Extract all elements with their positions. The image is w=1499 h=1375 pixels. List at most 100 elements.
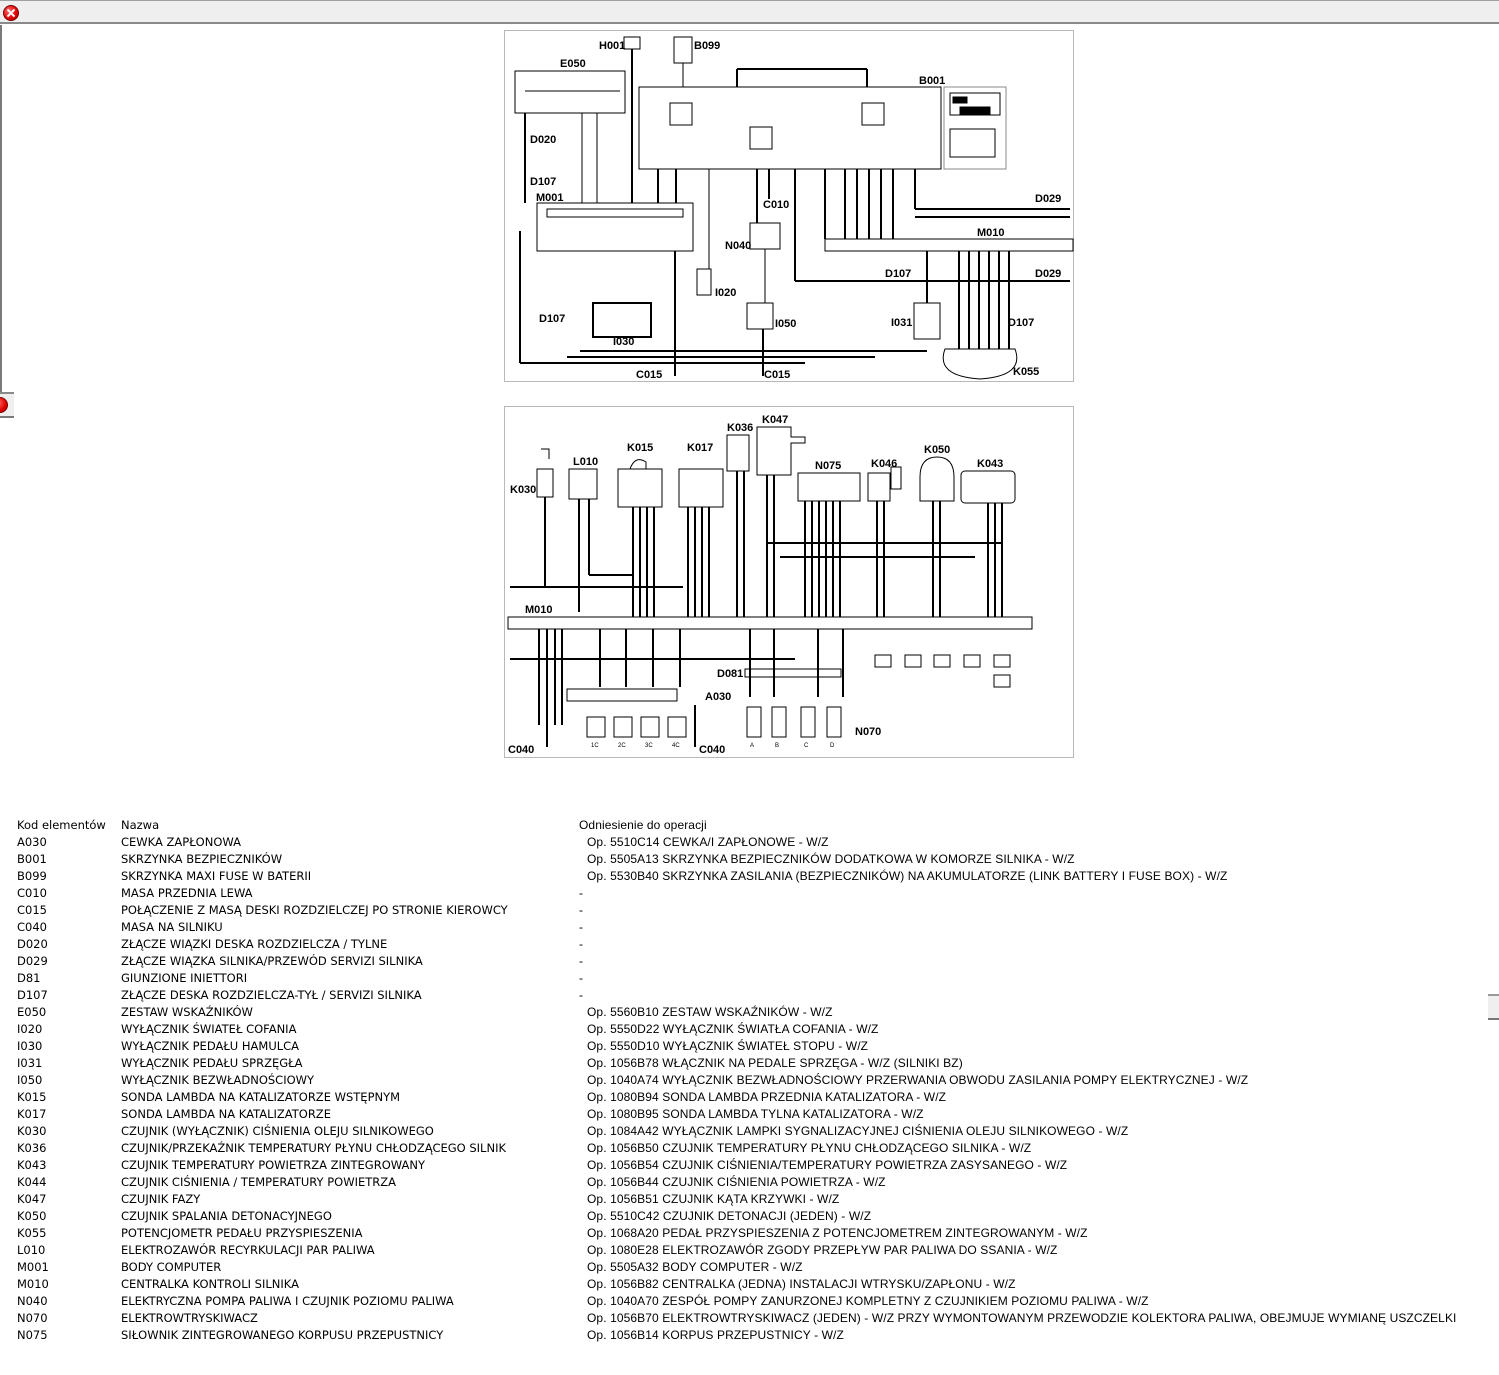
cell-ref: Op. 1056B50 CZUJNIK TEMPERATURY PŁYNU CH… — [587, 1141, 1032, 1155]
scrollbar-thumb[interactable] — [1488, 994, 1499, 1020]
cell-name: SKRZYNKA BEZPIECZNIKÓW — [121, 852, 283, 866]
cell-ref: - — [579, 954, 584, 968]
cell-name: MASA NA SILNIKU — [121, 920, 223, 934]
diagram-frame — [0, 25, 1499, 395]
cell-ref: Op. 5510C42 CZUJNIK DETONACJI (JEDEN) - … — [587, 1209, 872, 1223]
wiring-diagram-bottom-svg: K030 L010 K015 K017 K036 K047 N075 K046 … — [507, 414, 1033, 756]
cell-name: ELEKTRYCZNA POMPA PALIWA I CZUJNIK POZIO… — [121, 1294, 454, 1308]
toolbar — [0, 0, 1499, 24]
cell-code: D020 — [17, 937, 48, 951]
cell-ref: Op. 5505A32 BODY COMPUTER - W/Z — [587, 1260, 803, 1274]
cell-ref: Op. 1040A70 ZESPÓŁ POMPY ZANURZONEJ KOMP… — [587, 1294, 1149, 1308]
cell-code: M001 — [17, 1260, 49, 1274]
cell-ref: Op. 1056B70 ELEKTROWTRYSKIWACZ (JEDEN) -… — [587, 1311, 1457, 1325]
cell-name: CZUJNIK SPALANIA DETONACYJNEGO — [121, 1209, 332, 1223]
cell-ref: Op. 5510C14 CEWKA/I ZAPŁONOWE - W/Z — [587, 835, 829, 849]
cell-ref: Op. 1056B82 CENTRALKA (JEDNA) INSTALACJI… — [587, 1277, 1016, 1291]
label-d029: D029 — [1035, 193, 1061, 205]
cell-code: M010 — [17, 1277, 49, 1291]
label-i020: I020 — [715, 287, 736, 299]
label-n075: N075 — [815, 460, 841, 472]
header-ref: Odniesienie do operacji — [579, 818, 707, 832]
label-c015: C015 — [764, 369, 790, 381]
cell-name: SONDA LAMBDA NA KATALIZATORZE WSTĘPNYM — [121, 1090, 401, 1104]
coil-label: 3C — [645, 743, 653, 749]
cell-name: WYŁĄCZNIK ŚWIATEŁ COFANIA — [121, 1022, 297, 1036]
cell-code: K030 — [17, 1124, 47, 1138]
cell-name: BODY COMPUTER — [121, 1260, 222, 1274]
label-m010: M010 — [525, 604, 553, 616]
cell-code: D107 — [17, 988, 48, 1002]
cell-name: SONDA LAMBDA NA KATALIZATORZE — [121, 1107, 331, 1121]
label-m001: M001 — [536, 192, 564, 204]
cell-name: CZUJNIK TEMPERATURY POWIETRZA ZINTEGROWA… — [121, 1158, 425, 1172]
cell-name: ELEKTROWTRYSKIWACZ — [121, 1311, 258, 1325]
cell-code: I020 — [17, 1022, 43, 1036]
cell-code: N070 — [17, 1311, 48, 1325]
label-i030: I030 — [613, 336, 634, 348]
cell-name: WYŁĄCZNIK BEZWŁADNOŚCIOWY — [121, 1073, 315, 1087]
cell-name: ZŁĄCZE DESKA ROZDZIELCZA-TYŁ / SERVIZI S… — [121, 988, 422, 1002]
label-b099: B099 — [694, 40, 720, 52]
label-d107: D107 — [1008, 317, 1034, 329]
cell-code: D81 — [17, 971, 41, 985]
cell-code: A030 — [17, 835, 47, 849]
injector-label: A — [750, 743, 754, 749]
label-c015: C015 — [636, 369, 662, 381]
cell-code: I030 — [17, 1039, 43, 1053]
label-c040: C040 — [508, 744, 534, 756]
label-k046: K046 — [871, 458, 897, 470]
cell-name: GIUNZIONE INIETTORI — [121, 971, 248, 985]
cell-ref: - — [579, 920, 584, 934]
e050-box — [514, 70, 626, 114]
label-c010: C010 — [763, 199, 789, 211]
m001-box — [536, 202, 694, 252]
cell-code: E050 — [17, 1005, 47, 1019]
cell-ref: Op. 1080E28 ELEKTROZAWÓR ZGODY PRZEPŁYW … — [587, 1243, 1058, 1257]
cell-name: CZUJNIK/PRZEKAŹNIK TEMPERATURY PŁYNU CHŁ… — [121, 1141, 506, 1155]
coil-label: 4C — [672, 743, 680, 749]
label-k050: K050 — [924, 444, 950, 456]
cell-name: SKRZYNKA MAXI FUSE W BATERII — [121, 869, 312, 883]
cell-code: C040 — [17, 920, 47, 934]
injector-label: C — [804, 743, 809, 749]
cell-ref: - — [579, 988, 584, 1002]
label-i050: I050 — [775, 318, 796, 330]
label-a030: A030 — [705, 691, 731, 703]
cell-name: CZUJNIK FAZY — [121, 1192, 201, 1206]
label-e050: E050 — [560, 58, 586, 70]
header-code: Kod elementów — [17, 818, 106, 832]
cell-ref: Op. 1056B54 CZUJNIK CIŚNIENIA/TEMPERATUR… — [587, 1158, 1068, 1172]
injector-label: D — [830, 743, 835, 749]
cell-name: WYŁĄCZNIK PEDAŁU HAMULCA — [121, 1039, 300, 1053]
cell-code: B001 — [17, 852, 47, 866]
label-d107: D107 — [885, 268, 911, 280]
label-n040: N040 — [725, 240, 751, 252]
cell-code: K050 — [17, 1209, 47, 1223]
label-m010: M010 — [977, 227, 1005, 239]
label-d029: D029 — [1035, 268, 1061, 280]
cell-code: N040 — [17, 1294, 48, 1308]
label-l010: L010 — [573, 456, 598, 468]
cell-code: D029 — [17, 954, 48, 968]
cell-name: POŁĄCZENIE Z MASĄ DESKI ROZDZIELCZEJ PO … — [121, 903, 508, 917]
cell-name: ZŁĄCZE WIĄZKA SILNIKA/PRZEWÓD SERVIZI SI… — [121, 954, 423, 968]
coil-label: 2C — [618, 743, 626, 749]
label-b001: B001 — [919, 75, 945, 87]
cell-ref: Op. 1056B78 WŁĄCZNIK NA PEDALE SPRZĘGA -… — [587, 1056, 963, 1070]
coil-label: 1C — [591, 743, 599, 749]
label-d020: D020 — [530, 134, 556, 146]
cell-ref: Op. 1056B14 KORPUS PRZEPUSTNICY - W/Z — [587, 1328, 844, 1342]
cell-name: MASA PRZEDNIA LEWA — [121, 886, 253, 900]
cell-ref: - — [579, 903, 584, 917]
cell-ref: Op. 1080B94 SONDA LAMBDA PRZEDNIA KATALI… — [587, 1090, 947, 1104]
close-icon[interactable] — [3, 5, 19, 21]
cell-name: WYŁĄCZNIK PEDAŁU SPRZĘGŁA — [121, 1056, 303, 1070]
wiring-diagram-top-svg: H001 B099 E050 B001 D020 D107 M001 C010 … — [514, 36, 1074, 381]
label-k030: K030 — [510, 484, 536, 496]
cell-name: CENTRALKA KONTROLI SILNIKA — [121, 1277, 299, 1291]
cell-ref: Op. 1080B95 SONDA LAMBDA TYLNA KATALIZAT… — [587, 1107, 924, 1121]
cell-ref: Op. 1068A20 PEDAŁ PRZYSPIESZENIA Z POTEN… — [587, 1226, 1088, 1240]
cell-name: CZUJNIK (WYŁĄCZNIK) CIŚNIENIA OLEJU SILN… — [121, 1124, 434, 1138]
cell-ref: Op. 1056B44 CZUJNIK CIŚNIENIA POWIETRZA … — [587, 1175, 886, 1189]
